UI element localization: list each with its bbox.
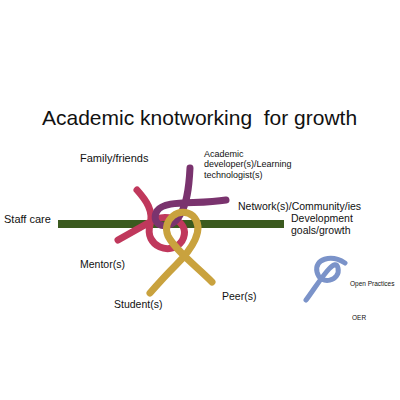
mentor-label: Mentor(s) (80, 258, 125, 270)
oer-label: OER (352, 314, 366, 321)
staff-care-label: Staff care (4, 213, 51, 226)
student-label: Student(s) (114, 298, 162, 310)
peer-label: Peer(s) (222, 290, 256, 302)
gold-strand (150, 212, 212, 293)
network-label: Network(s)/Community/ies (238, 200, 361, 212)
developer-label: Academic developer(s)/Learning technolog… (204, 149, 310, 180)
goals-label: Development goals/growth (291, 212, 371, 236)
blue-fish-symbol (306, 258, 345, 300)
family-label: Family/friends (80, 152, 148, 165)
open-practices-label: Open Practices (350, 280, 394, 287)
diagram-title: Academic knotworking for growth (42, 106, 357, 130)
